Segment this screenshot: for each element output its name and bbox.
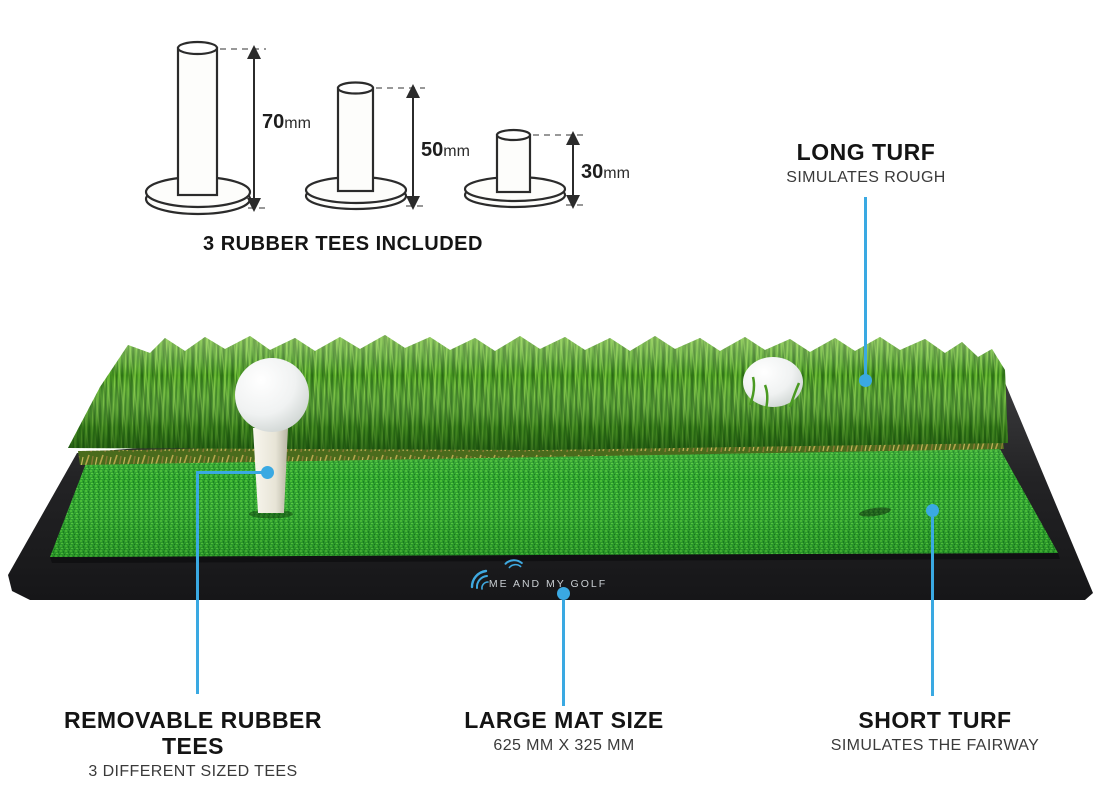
tee-70mm-label: 70mm: [262, 111, 311, 133]
grass-blades-over-ball: [748, 376, 801, 410]
tee-70mm-dimension: 70mm: [220, 45, 311, 212]
callout-short-turf: SHORT TURF SIMULATES THE FAIRWAY: [785, 707, 1085, 755]
mat-size-callout-dot: [557, 587, 570, 600]
tee-70mm-drawing: [144, 40, 252, 216]
removable-tees-callout-line-h: [197, 471, 265, 474]
golf-ball-on-tee: [235, 358, 309, 432]
turf-marking: [859, 507, 891, 517]
tee-50mm-dimension: 50mm: [376, 84, 470, 210]
removable-tees-callout-dot: [261, 466, 274, 479]
long-turf-shading: [68, 335, 1008, 450]
removable-tees-callout-line-v: [196, 471, 199, 694]
callout-removable-tees: REMOVABLE RUBBER TEES 3 DIFFERENT SIZED …: [43, 707, 343, 781]
removable-tees-title: REMOVABLE RUBBER TEES: [63, 707, 323, 759]
rubber-base-front-edge: [50, 553, 1060, 563]
brand-logo-text: ME AND MY GOLF: [489, 578, 607, 590]
short-turf-title: SHORT TURF: [858, 707, 1012, 733]
short-turf-callout-line: [931, 517, 934, 696]
tee-diagram-heading: 3 RUBBER TEES INCLUDED: [203, 233, 483, 255]
brand-swoosh-icon: [470, 559, 523, 590]
long-turf-title: LONG TURF: [796, 139, 936, 165]
golf-ball: [743, 357, 803, 407]
callout-mat-size: LARGE MAT SIZE 625 MM X 325 MM: [414, 707, 714, 755]
removable-tees-subtitle: 3 DIFFERENT SIZED TEES: [88, 763, 298, 780]
tee-50mm-drawing: [304, 81, 408, 211]
tee-30mm-label: 30mm: [581, 161, 630, 183]
long-turf-callout-line: [864, 197, 867, 377]
tee-30mm-dimension: 30mm: [533, 131, 630, 209]
tee-size-diagram: 70mm 50mm 30mm: [144, 40, 630, 216]
short-turf-callout-dot: [926, 504, 939, 517]
mat-size-title: LARGE MAT SIZE: [464, 707, 664, 733]
tee-30mm-drawing: [463, 128, 567, 209]
short-turf-subtitle: SIMULATES THE FAIRWAY: [830, 737, 1040, 754]
long-turf-callout-dot: [859, 374, 872, 387]
mat-size-subtitle: 625 MM X 325 MM: [493, 737, 635, 754]
long-turf-subtitle: SIMULATES ROUGH: [786, 169, 946, 186]
mat-size-callout-line: [562, 600, 565, 706]
tee-50mm-label: 50mm: [421, 139, 470, 161]
mat-illustration: ME AND MY GOLF: [8, 335, 1093, 600]
callout-long-turf: LONG TURF SIMULATES ROUGH: [716, 139, 1016, 187]
brand-logo: ME AND MY GOLF: [470, 559, 607, 590]
short-turf-shading: [50, 440, 1058, 557]
